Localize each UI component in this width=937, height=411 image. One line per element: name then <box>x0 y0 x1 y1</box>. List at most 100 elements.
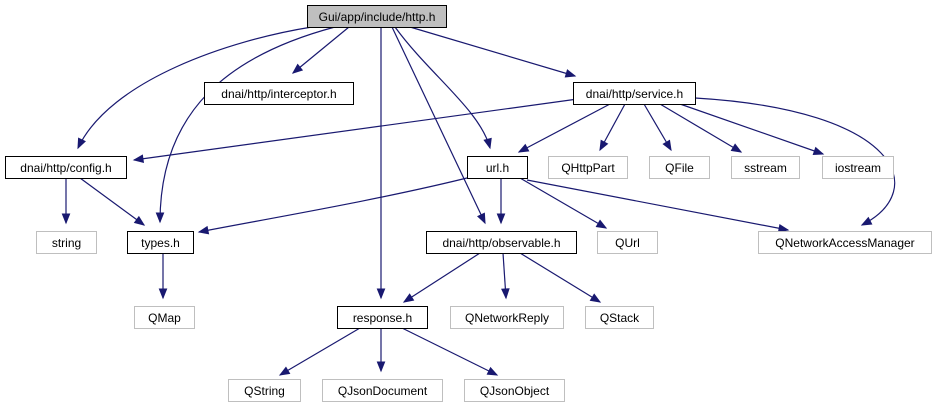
node-service[interactable]: dnai/http/service.h <box>573 82 696 105</box>
node-label: dnai/http/interceptor.h <box>221 87 336 101</box>
node-types[interactable]: types.h <box>127 231 194 254</box>
node-label: QStack <box>600 311 640 325</box>
arrowhead <box>158 288 168 300</box>
node-label: dnai/http/service.h <box>586 87 683 101</box>
node-qhttppart: QHttpPart <box>548 156 628 179</box>
edge-url-to-types <box>197 175 476 235</box>
node-box <box>426 231 577 254</box>
node-box <box>467 156 528 179</box>
arrowhead <box>595 219 608 229</box>
node-label: url.h <box>486 161 509 175</box>
edge-service-to-qfile <box>643 103 672 152</box>
node-label: Gui/app/include/http.h <box>319 10 436 24</box>
edge-line <box>79 177 145 226</box>
edge-line <box>292 26 350 74</box>
edge-service-to-config <box>132 97 586 164</box>
nodes: Gui/app/include/http.h dnai/http/intercep… <box>5 5 932 402</box>
node-label: QString <box>244 384 285 398</box>
arrowhead <box>77 137 86 150</box>
edge-line <box>659 103 742 153</box>
arrowhead <box>376 361 386 373</box>
edge-http_h-to-interceptor <box>291 26 350 74</box>
arrowhead <box>402 293 415 303</box>
node-http_h[interactable]: Gui/app/include/http.h <box>307 5 447 28</box>
node-box <box>585 306 654 329</box>
node-qjsondocument: QJsonDocument <box>322 379 443 402</box>
node-qurl: QUrl <box>597 231 658 254</box>
node-label: dnai/http/config.h <box>20 161 111 175</box>
node-response[interactable]: response.h <box>337 306 428 329</box>
arrowhead <box>860 216 873 226</box>
node-box <box>758 231 932 254</box>
arrowhead <box>477 212 486 225</box>
arrowhead <box>517 143 530 153</box>
edge-service-to-qnam <box>694 97 896 226</box>
node-qstring: QString <box>228 379 301 402</box>
edge-response-to-qjsondocument <box>376 328 386 373</box>
edge-line <box>391 26 486 224</box>
arrowhead <box>777 223 790 233</box>
node-interceptor[interactable]: dnai/http/interceptor.h <box>204 82 354 105</box>
node-label: QMap <box>148 311 181 325</box>
node-box <box>127 231 194 254</box>
node-label: QNetworkReply <box>465 311 549 325</box>
node-box <box>337 306 428 329</box>
edge-service-to-url <box>517 103 611 153</box>
arrowhead <box>132 154 145 164</box>
edge-service-to-qhttppart <box>599 103 626 152</box>
node-box <box>307 5 447 28</box>
node-qnetworkreply: QNetworkReply <box>450 306 564 329</box>
node-qfile: QFile <box>649 156 710 179</box>
edge-url-to-observable <box>496 178 506 225</box>
node-box <box>228 379 301 402</box>
node-iostream: iostream <box>822 156 894 179</box>
node-box <box>597 231 658 254</box>
arrowhead <box>812 146 825 155</box>
node-box <box>134 306 195 329</box>
arrowhead <box>483 137 492 150</box>
edge-types-to-qmap <box>158 253 168 300</box>
arrowhead <box>278 366 291 376</box>
node-url[interactable]: url.h <box>467 156 528 179</box>
edge-http_h-to-url <box>394 26 492 150</box>
arrowhead <box>589 293 602 303</box>
edge-config-to-types <box>79 177 146 226</box>
edges <box>61 26 896 376</box>
arrowhead <box>599 139 609 152</box>
arrowhead <box>291 63 304 74</box>
edge-service-to-sstream <box>659 103 743 153</box>
edge-line <box>519 252 601 303</box>
edge-http_h-to-response <box>376 27 386 300</box>
node-label: iostream <box>835 161 881 175</box>
node-qnam: QNetworkAccessManager <box>758 231 932 254</box>
node-label: QUrl <box>615 236 640 250</box>
edge-line <box>279 327 361 376</box>
node-label: QJsonDocument <box>338 384 428 398</box>
edge-observable-to-response <box>402 252 481 303</box>
node-box <box>204 82 354 105</box>
edge-observable-to-qnetworkreply <box>501 252 510 300</box>
node-config[interactable]: dnai/http/config.h <box>5 156 127 179</box>
node-box <box>5 156 127 179</box>
edge-line <box>133 97 586 161</box>
arrowhead <box>376 288 386 300</box>
edge-http_h-to-config <box>77 26 313 150</box>
edge-http_h-to-observable <box>391 26 486 225</box>
node-box <box>464 379 565 402</box>
arrowhead <box>730 143 743 153</box>
arrowhead <box>61 213 71 225</box>
edge-line <box>159 26 336 223</box>
edge-line <box>198 175 476 233</box>
arrowhead <box>496 213 506 225</box>
edge-line <box>519 177 607 229</box>
edge-config-to-string <box>61 178 71 225</box>
node-box <box>573 82 696 105</box>
edge-response-to-qjsonobject <box>401 327 499 376</box>
node-sstream: sstream <box>731 156 800 179</box>
node-label: QNetworkAccessManager <box>775 236 914 250</box>
arrowhead <box>197 225 210 235</box>
node-box <box>822 156 894 179</box>
edge-observable-to-qstack <box>519 252 602 303</box>
node-observable[interactable]: dnai/http/observable.h <box>426 231 577 254</box>
node-box <box>36 231 97 254</box>
